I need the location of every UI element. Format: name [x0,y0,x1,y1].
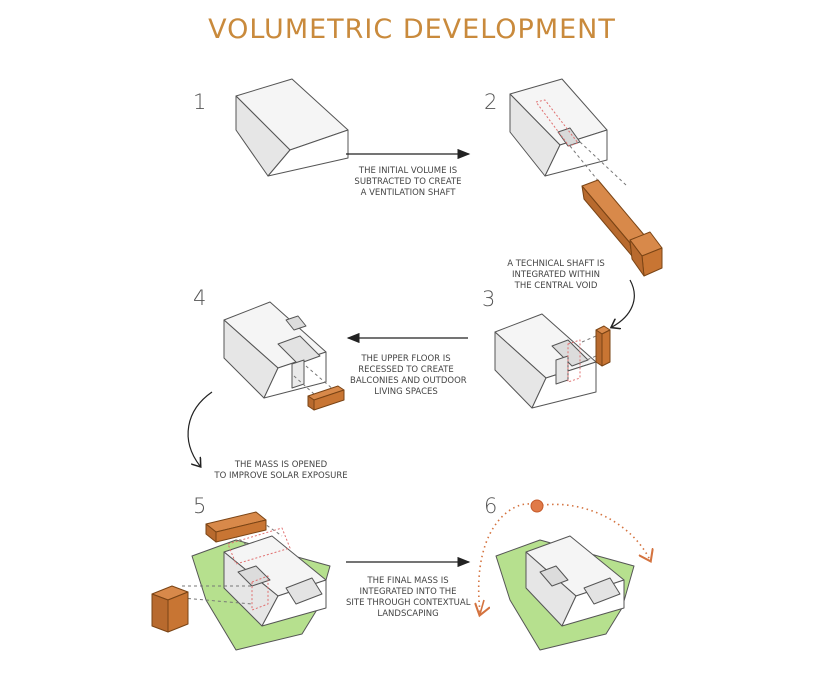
caption-line: RECESSED TO CREATE [358,365,454,375]
caption-line: A VENTILATION SHAFT [360,188,456,198]
caption-step-4-to-5: THE MASS IS OPENED TO IMPROVE SOLAR EXPO… [213,460,349,482]
step-2-number: 2 [484,90,498,114]
caption-step-5-to-6: THE FINAL MASS IS INTEGRATED INTO THE SI… [346,576,470,620]
step-4-volume [223,301,335,399]
step-3-shaft [595,325,611,367]
arrow-2-to-3 [612,279,635,327]
caption-line: TO IMPROVE SOLAR EXPOSURE [214,471,348,481]
sun-path-start-arrow [480,599,484,614]
step-5-volume [181,521,327,627]
caption-step-1-to-2: THE INITIAL VOLUME IS SUBTRACTED TO CREA… [346,166,470,199]
page-title: VOLUMETRIC DEVELOPMENT [208,14,616,45]
sun-icon [530,499,544,513]
step-3-number: 3 [482,287,496,311]
step-6-volume [525,535,625,627]
sun-path [477,503,650,613]
step-5-top-slab [205,511,267,543]
caption-line: BALCONIES AND OUTDOOR [350,376,467,386]
caption-line: LIVING SPACES [374,387,438,397]
caption-line: INTEGRATED WITHIN [512,270,600,280]
caption-line: THE CENTRAL VOID [514,281,598,291]
step-3-volume [494,313,597,409]
step-1-volume [235,78,349,177]
caption-line: SITE THROUGH CONTEXTUAL [346,598,471,608]
step-5-number: 5 [193,494,207,518]
step-2-volume [509,78,627,194]
caption-step-3-to-4: THE UPPER FLOOR IS RECESSED TO CREATE BA… [350,354,467,398]
caption-line: THE MASS IS OPENED [234,460,328,470]
step-6-number: 6 [484,494,498,518]
caption-line: A TECHNICAL SHAFT IS [507,259,605,269]
caption-line: SUBTRACTED TO CREATE [354,177,462,187]
step-1-number: 1 [193,90,207,114]
caption-step-2-to-3: A TECHNICAL SHAFT IS INTEGRATED WITHIN T… [500,259,612,292]
step-4-number: 4 [193,286,207,310]
technical-shaft [581,179,663,277]
caption-line: THE INITIAL VOLUME IS [358,166,458,176]
caption-line: THE UPPER FLOOR IS [361,354,451,364]
caption-line: INTEGRATED INTO THE [359,587,457,597]
caption-line: LANDSCAPING [377,609,439,619]
step-5-side-blocks [151,585,189,633]
arrow-4-to-5 [187,391,213,466]
step-4-slab [307,385,345,411]
caption-line: THE FINAL MASS IS [367,576,449,586]
